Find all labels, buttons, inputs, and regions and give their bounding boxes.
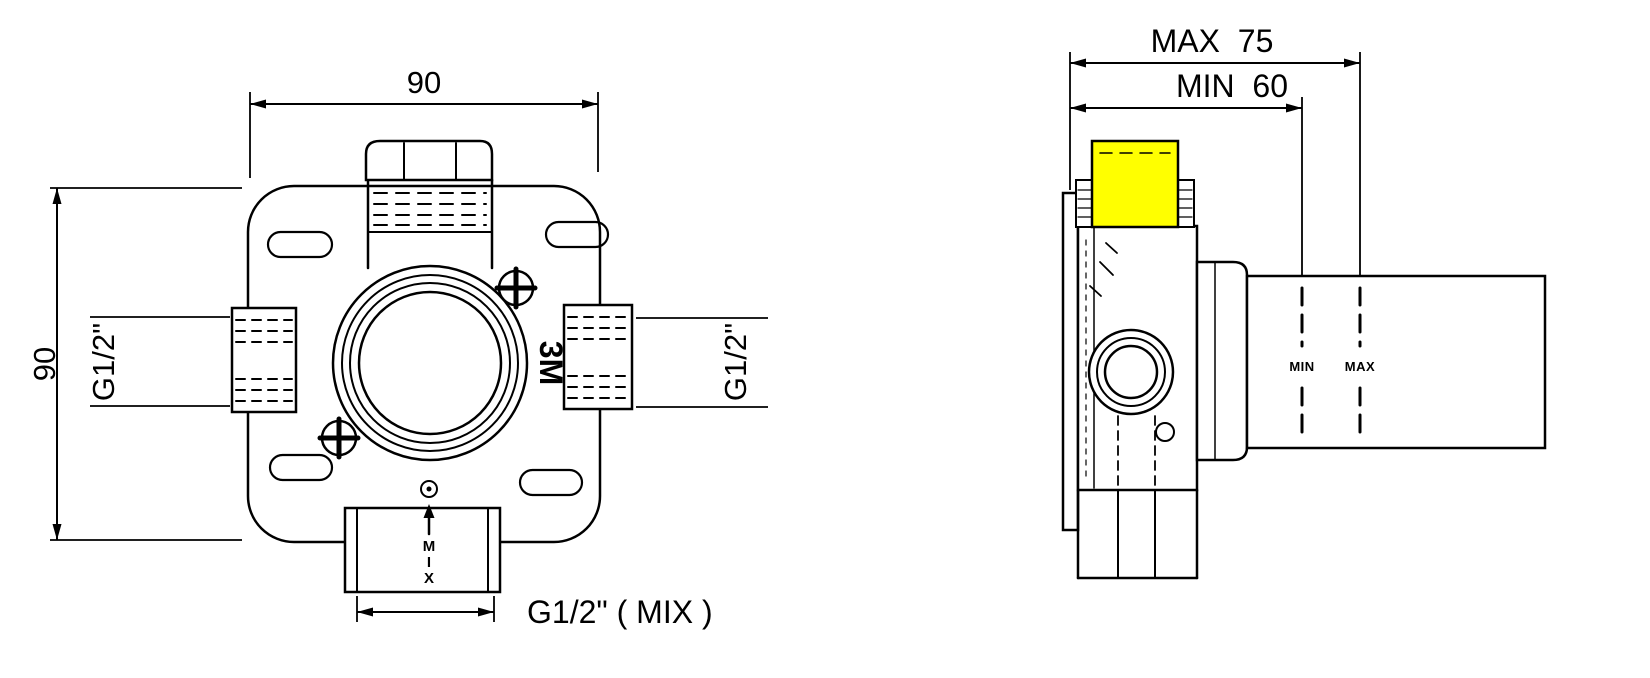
left-port bbox=[230, 306, 298, 414]
slot-bottom-right bbox=[518, 468, 584, 497]
right-port bbox=[562, 303, 634, 411]
bottom-pipe-side bbox=[1076, 488, 1199, 580]
front-view: M I X 3M bbox=[230, 139, 634, 594]
bottom-port-dim: G1/2" ( MIX ) bbox=[356, 594, 713, 630]
dim-height-90: 90 bbox=[27, 187, 242, 541]
wall-flange bbox=[1061, 191, 1080, 532]
body-mark-3m: 3M bbox=[533, 341, 569, 385]
mounting-slots bbox=[266, 220, 610, 497]
top-nut bbox=[364, 139, 494, 182]
marker-min-label: MIN bbox=[1289, 359, 1314, 374]
mix-letter-m: M bbox=[423, 538, 436, 555]
marker-max-label: MAX bbox=[1345, 359, 1375, 374]
mix-letter-x: X bbox=[424, 570, 434, 587]
dim-min-label: MIN 60 bbox=[1176, 68, 1288, 104]
dim-max-75: MAX 75 bbox=[1069, 23, 1361, 276]
right-port-body bbox=[562, 303, 634, 411]
valve-body-circles bbox=[331, 264, 529, 462]
outlet-pipe bbox=[1245, 274, 1547, 450]
screw-bottom-left bbox=[317, 416, 361, 460]
right-port-label: G1/2" bbox=[718, 323, 753, 401]
top-thread-texture bbox=[373, 192, 487, 226]
dim-min-60: MIN 60 bbox=[1070, 68, 1303, 276]
mix-flow-indicator: M I X bbox=[423, 504, 436, 587]
slot-top-right bbox=[544, 220, 610, 249]
right-thread-texture bbox=[567, 316, 629, 399]
protective-cap bbox=[1090, 139, 1180, 229]
bottom-port bbox=[343, 506, 502, 594]
outlet-flange bbox=[1195, 260, 1249, 462]
top-connection bbox=[364, 139, 494, 270]
min-max-markers: MIN MAX bbox=[1289, 286, 1375, 440]
slot-top-left bbox=[266, 230, 334, 259]
surface-accents bbox=[1089, 242, 1118, 297]
mix-letter-i: I bbox=[427, 554, 431, 571]
detail-nub bbox=[1155, 422, 1175, 442]
hidden-bore-lines bbox=[1117, 415, 1156, 491]
screw-top-right bbox=[494, 266, 538, 310]
left-port-label: G1/2" bbox=[86, 323, 121, 401]
dim-height-label: 90 bbox=[27, 347, 62, 381]
side-view: MIN MAX bbox=[1061, 139, 1547, 580]
dim-width-label: 90 bbox=[407, 65, 441, 100]
right-port-callout: G1/2" bbox=[636, 317, 768, 408]
center-screw bbox=[420, 480, 438, 498]
bottom-port-body bbox=[343, 506, 502, 594]
left-port-body bbox=[230, 306, 298, 414]
bottom-port-label: G1/2" ( MIX ) bbox=[527, 594, 713, 630]
slot-bottom-left bbox=[268, 453, 334, 482]
dim-max-label: MAX 75 bbox=[1151, 23, 1274, 59]
up-arrow-icon bbox=[423, 504, 435, 518]
left-port-callout: G1/2" bbox=[86, 316, 230, 407]
left-thread-texture bbox=[235, 319, 293, 402]
dim-width-90: 90 bbox=[249, 65, 599, 178]
side-port-circles bbox=[1087, 328, 1175, 416]
